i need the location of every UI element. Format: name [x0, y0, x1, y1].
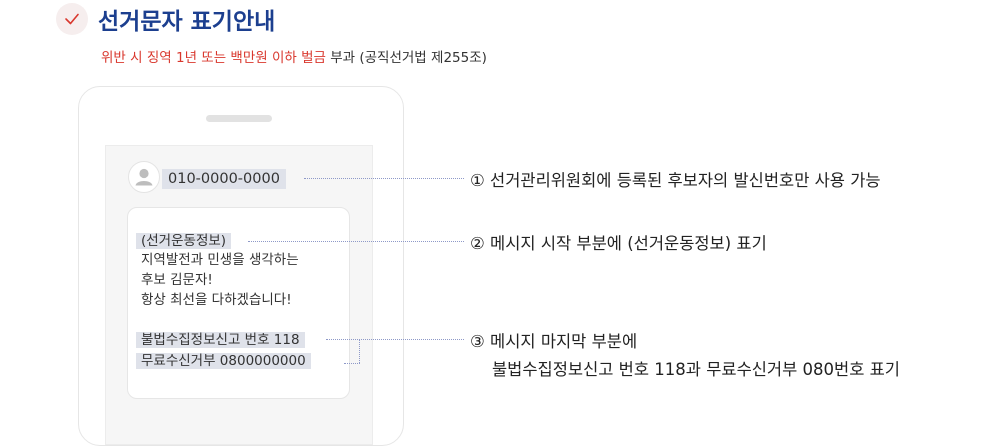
phone-illustration: 010-0000-0000 (선거운동정보) 지역발전과 민생을 생각하는 후보… — [78, 86, 404, 446]
penalty-notice: 위반 시 징역 1년 또는 백만원 이하 벌금 부과 (공직선거법 제255조) — [101, 46, 487, 66]
message-footer-line-2: 무료수신거부 0800000000 — [136, 351, 311, 371]
penalty-warning: 위반 시 징역 1년 또는 백만원 이하 벌금 — [101, 50, 326, 66]
note-message-footer: ③ 메시지 마지막 부분에 — [470, 332, 638, 351]
leader-line-1 — [304, 178, 464, 179]
leader-line-3-vertical — [359, 339, 360, 363]
sender-number: 010-0000-0000 — [162, 169, 286, 189]
message-tag-line: (선거운동정보) — [136, 231, 232, 251]
report-number: 불법수집정보신고 번호 118 — [136, 332, 305, 348]
check-icon — [65, 13, 79, 25]
phone-screen: 010-0000-0000 (선거운동정보) 지역발전과 민생을 생각하는 후보… — [105, 145, 373, 445]
message-line-1: 지역발전과 민생을 생각하는 — [141, 252, 299, 268]
leader-line-3-branch — [344, 363, 360, 364]
page-title: 선거문자 표기안내 — [98, 9, 276, 35]
penalty-law-reference: 부과 (공직선거법 제255조) — [325, 50, 487, 66]
message-footer-line-1: 불법수집정보신고 번호 118 — [136, 330, 305, 350]
section-header: 선거문자 표기안내 — [56, 2, 275, 36]
message-tag: (선거운동정보) — [136, 233, 232, 249]
leader-line-2 — [248, 241, 464, 242]
leader-line-3 — [326, 339, 464, 340]
message-line-3: 항상 최선을 다하겠습니다! — [141, 292, 292, 308]
user-avatar-icon — [128, 161, 160, 193]
message-line-2: 후보 김문자! — [141, 272, 213, 288]
message-bubble: (선거운동정보) 지역발전과 민생을 생각하는 후보 김문자! 항상 최선을 다… — [127, 207, 350, 399]
check-badge — [56, 3, 88, 35]
note-message-tag: ② 메시지 시작 부분에 (선거운동정보) 표기 — [470, 234, 767, 253]
note-sender-number: ① 선거관리위원회에 등록된 후보자의 발신번호만 사용 가능 — [470, 171, 881, 190]
unsubscribe-number: 무료수신거부 0800000000 — [136, 353, 311, 369]
note-message-footer-detail: 불법수집정보신고 번호 118과 무료수신거부 080번호 표기 — [492, 360, 900, 379]
phone-speaker — [206, 115, 272, 122]
